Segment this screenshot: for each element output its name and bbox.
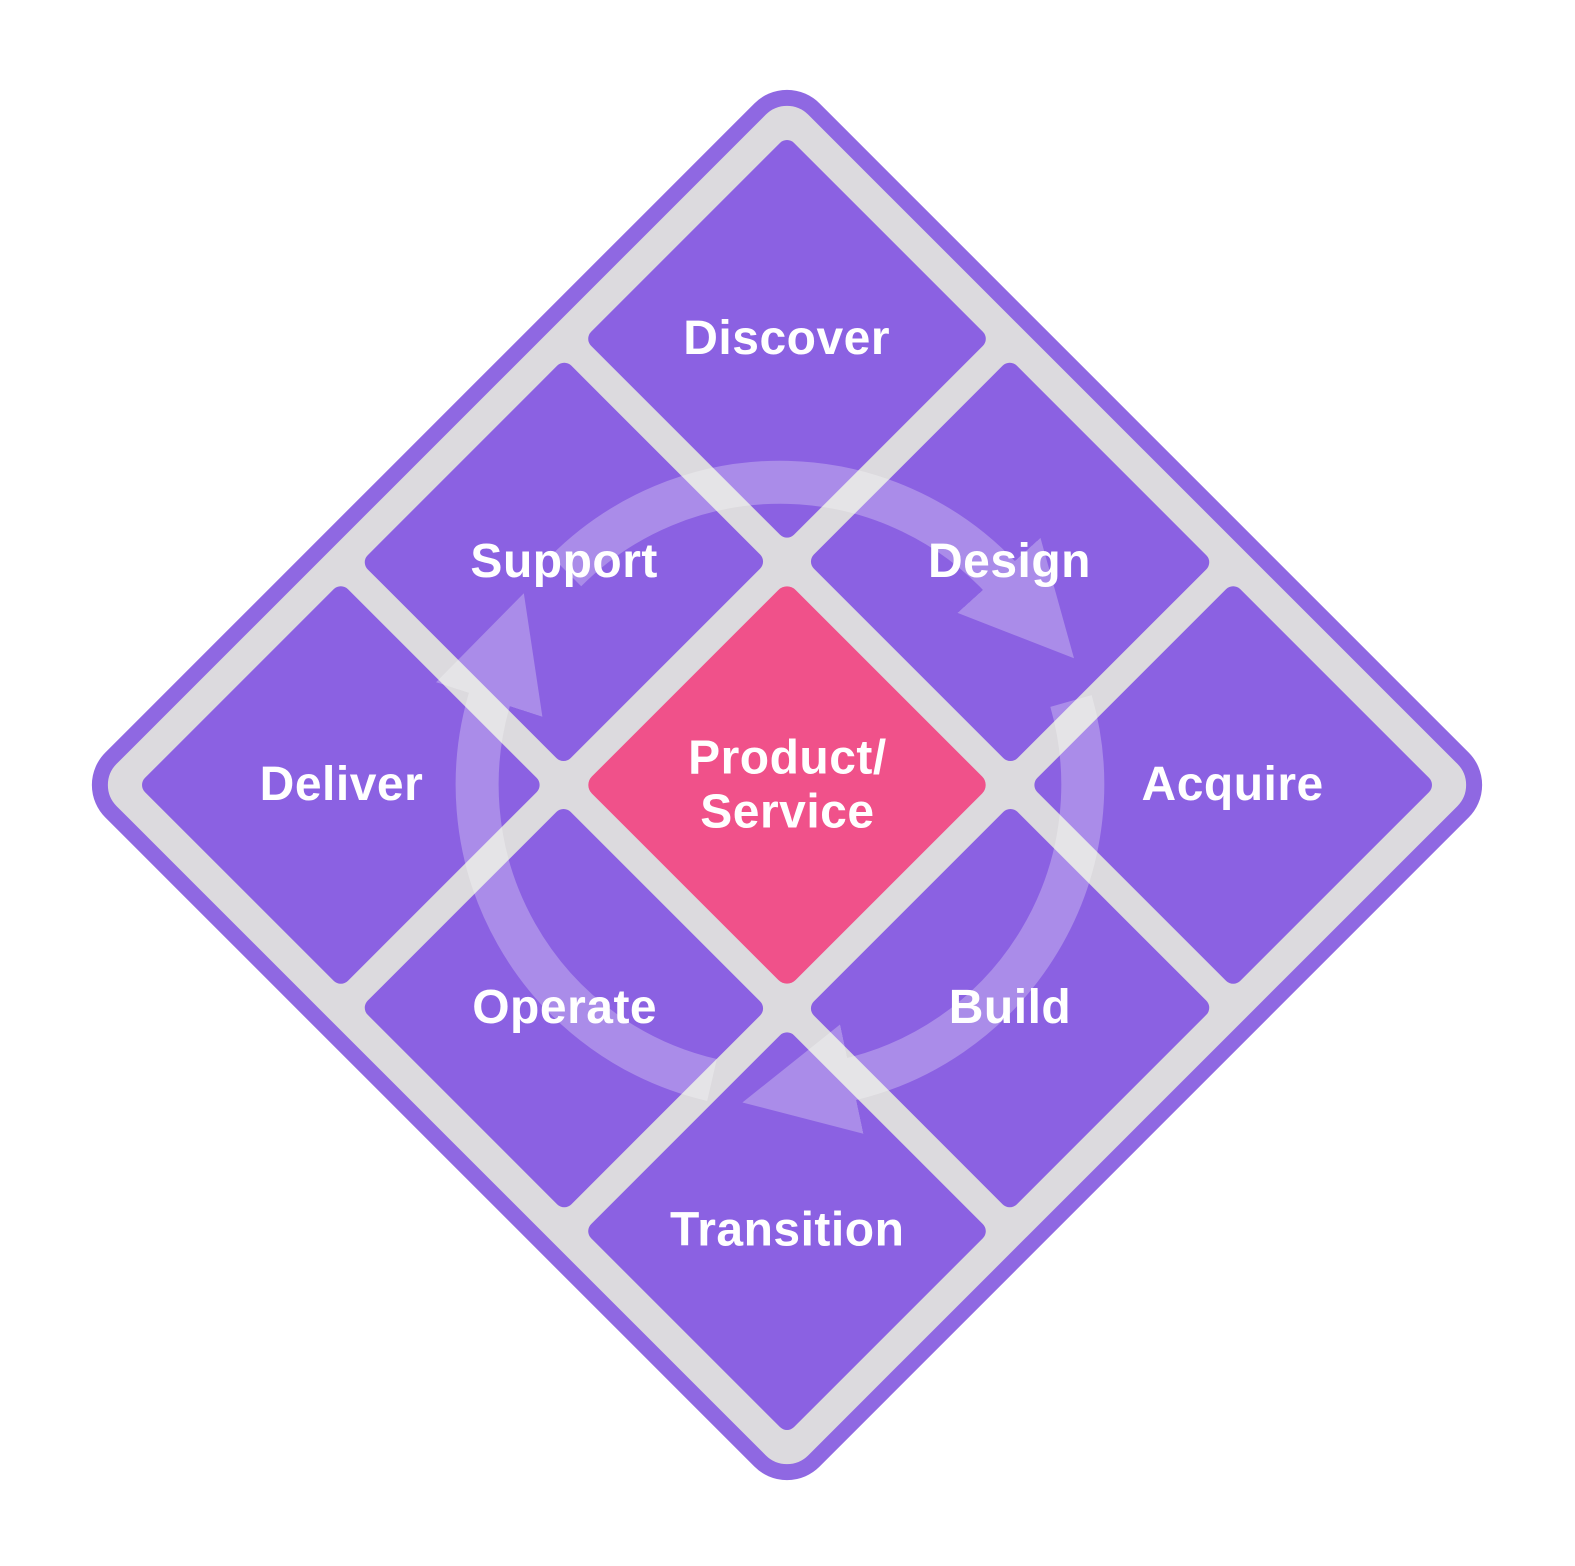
cell-deliver-label: Deliver: [259, 758, 423, 812]
cell-product-service-label: Product/ Service: [688, 731, 887, 839]
cell-acquire-label: Acquire: [1141, 758, 1325, 812]
cell-transition-label: Transition: [669, 1204, 905, 1258]
cell-product-service-line2: Service: [699, 784, 875, 838]
cell-build-label: Build: [948, 981, 1072, 1035]
lifecycle-grid: Discover Design Acquire Support Product/…: [137, 135, 1437, 1435]
cell-discover-label: Discover: [683, 312, 891, 366]
cell-design-label: Design: [928, 535, 1092, 589]
cell-product-service-line1: Product/: [687, 731, 887, 785]
cell-support-label: Support: [470, 535, 658, 589]
lifecycle-diamond-frame: Discover Design Acquire Support Product/…: [72, 70, 1502, 1500]
cell-operate-label: Operate: [471, 981, 657, 1035]
